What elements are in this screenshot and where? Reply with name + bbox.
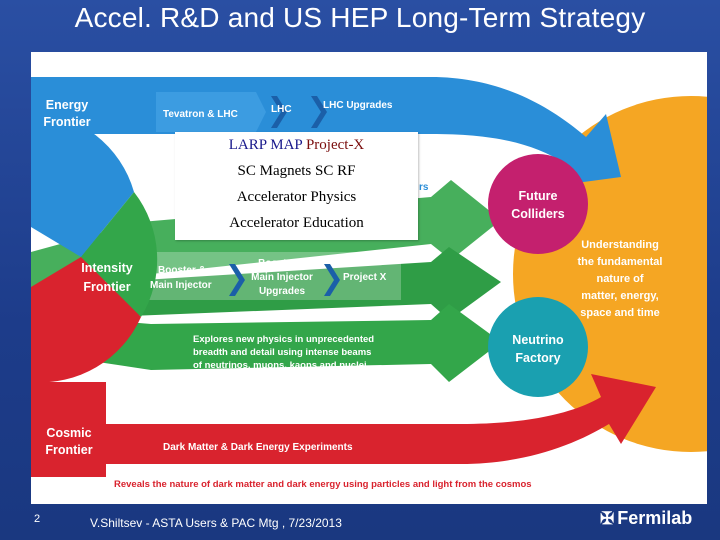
energy-stage-lhc: LHC [271, 104, 292, 115]
intensity-wedge [81, 192, 158, 317]
future-colliders-line1: Future [519, 189, 558, 203]
intensity-lower-arrow [31, 304, 501, 382]
intensity-desc-line3: of neutrinos, muons, kaons and nuclei [193, 360, 367, 371]
overlay-line-2: SC Magnets SC RF [237, 163, 356, 179]
slide-number: 2 [34, 513, 41, 525]
footer-citation: V.Shiltsev - ASTA Users & PAC Mtg , 7/23… [90, 516, 342, 530]
energy-panel [31, 77, 91, 177]
intensity-desc-line2: breadth and detail using intense beams [193, 347, 371, 358]
understanding-line4: matter, energy, [581, 290, 658, 302]
intensity-upgrades-line3: Upgrades [259, 286, 306, 297]
overlay-line-3: Accelerator Physics [236, 189, 357, 205]
future-colliders-line2: Colliders [511, 207, 565, 221]
energy-stage-lhc-upgrades: LHC Upgrades [323, 100, 393, 111]
understanding-line3: nature of [596, 273, 643, 285]
intensity-label-line2: Frontier [83, 280, 130, 294]
future-colliders-circle [488, 154, 588, 254]
energy-stage-tevatron: Tevatron & LHC [163, 109, 238, 120]
energy-chevron-1-icon [271, 96, 287, 128]
cosmic-wedge [31, 257, 141, 383]
intensity-upgrades-line1: Booster & [258, 258, 306, 269]
intensity-desc-line1: Explores new physics in unprecedented [193, 334, 374, 345]
energy-stage-tail: rs [419, 182, 429, 193]
understanding-line1: Understanding [581, 239, 659, 251]
accelerator-rd-box: LARP MAP Project-X SC Magnets SC RF Acce… [175, 132, 418, 240]
overlay-larp-map: LARP MAP [228, 137, 306, 153]
cosmic-desc: Reveals the nature of dark matter and da… [114, 479, 532, 490]
neutrino-factory-line2: Factory [515, 351, 560, 365]
overlay-line-4: Accelerator Education [229, 215, 364, 231]
intensity-projectx: Project X [343, 272, 387, 283]
fermilab-logo-text: Fermilab [617, 508, 693, 528]
intensity-booster-line1: Booster & [158, 265, 206, 276]
cosmic-label-line1: Cosmic [46, 426, 91, 440]
understanding-line2: the fundamental [578, 256, 663, 268]
intensity-chevron-1-icon [229, 264, 245, 296]
fermilab-mark-icon: ✠ [600, 509, 615, 528]
neutrino-factory-circle [488, 297, 588, 397]
cosmic-frontier-arrow [31, 374, 656, 464]
overlay-projectx: Project-X [305, 137, 365, 153]
slide-title: Accel. R&D and US HEP Long-Term Strategy [74, 2, 646, 33]
cosmic-label-line2: Frontier [45, 443, 92, 457]
energy-chevron-2-icon [311, 96, 327, 128]
intensity-stage-band [141, 252, 401, 300]
intensity-label-line1: Intensity [81, 261, 132, 275]
understanding-line5: space and time [580, 307, 659, 319]
intensity-booster-line2: Main Injector [150, 280, 212, 291]
overlay-line-1: LARP MAP Project-X [175, 132, 418, 158]
energy-label-line1: Energy [46, 98, 88, 112]
energy-stage-band [156, 92, 266, 132]
intensity-upgrades-line2: Main Injector [251, 272, 313, 283]
fermilab-logo: ✠Fermilab [600, 508, 692, 529]
energy-label-line2: Frontier [43, 115, 90, 129]
intensity-chevron-2-icon [324, 264, 340, 296]
cosmic-stage: Dark Matter & Dark Energy Experiments [163, 442, 353, 453]
strategy-diagram: Energy Frontier Intensity Frontier Cosmi… [31, 52, 707, 504]
cosmic-panel [31, 382, 106, 477]
diagram-svg: Energy Frontier Intensity Frontier Cosmi… [31, 77, 707, 490]
neutrino-factory-line1: Neutrino [512, 333, 564, 347]
